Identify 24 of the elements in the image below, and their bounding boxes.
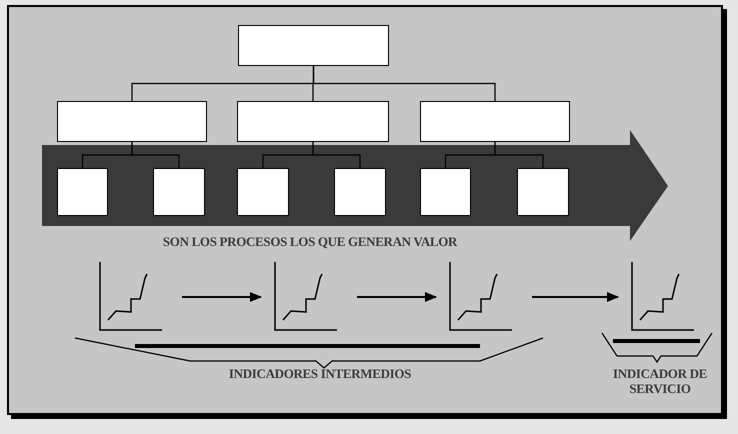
arrow [182,292,262,302]
arrow [532,292,619,302]
step-chart-drawing [273,262,339,332]
caption-text: INDICADORES INTERMEDIOS [228,366,412,381]
empty-box [153,168,205,216]
empty-box [237,101,389,142]
empty-box [420,101,570,142]
empty-box [420,168,471,216]
arrow [357,292,437,302]
empty-box [517,168,569,216]
empty-box [57,168,108,216]
step-chart-drawing [98,262,164,332]
caption-text: INDICADOR DE SERVICIO [612,366,708,396]
connector-line [312,142,361,168]
step-chart-drawing [448,262,514,332]
empty-box [334,168,386,216]
connector-line [131,142,180,168]
step-chart-drawing [630,262,696,332]
empty-box [57,101,207,142]
empty-box [237,168,289,216]
caption-text: SON LOS PROCESOS LOS QUE GENERAN VALOR [162,234,458,249]
connector-line [312,66,496,101]
empty-box [238,25,389,66]
connector-line [494,142,544,168]
